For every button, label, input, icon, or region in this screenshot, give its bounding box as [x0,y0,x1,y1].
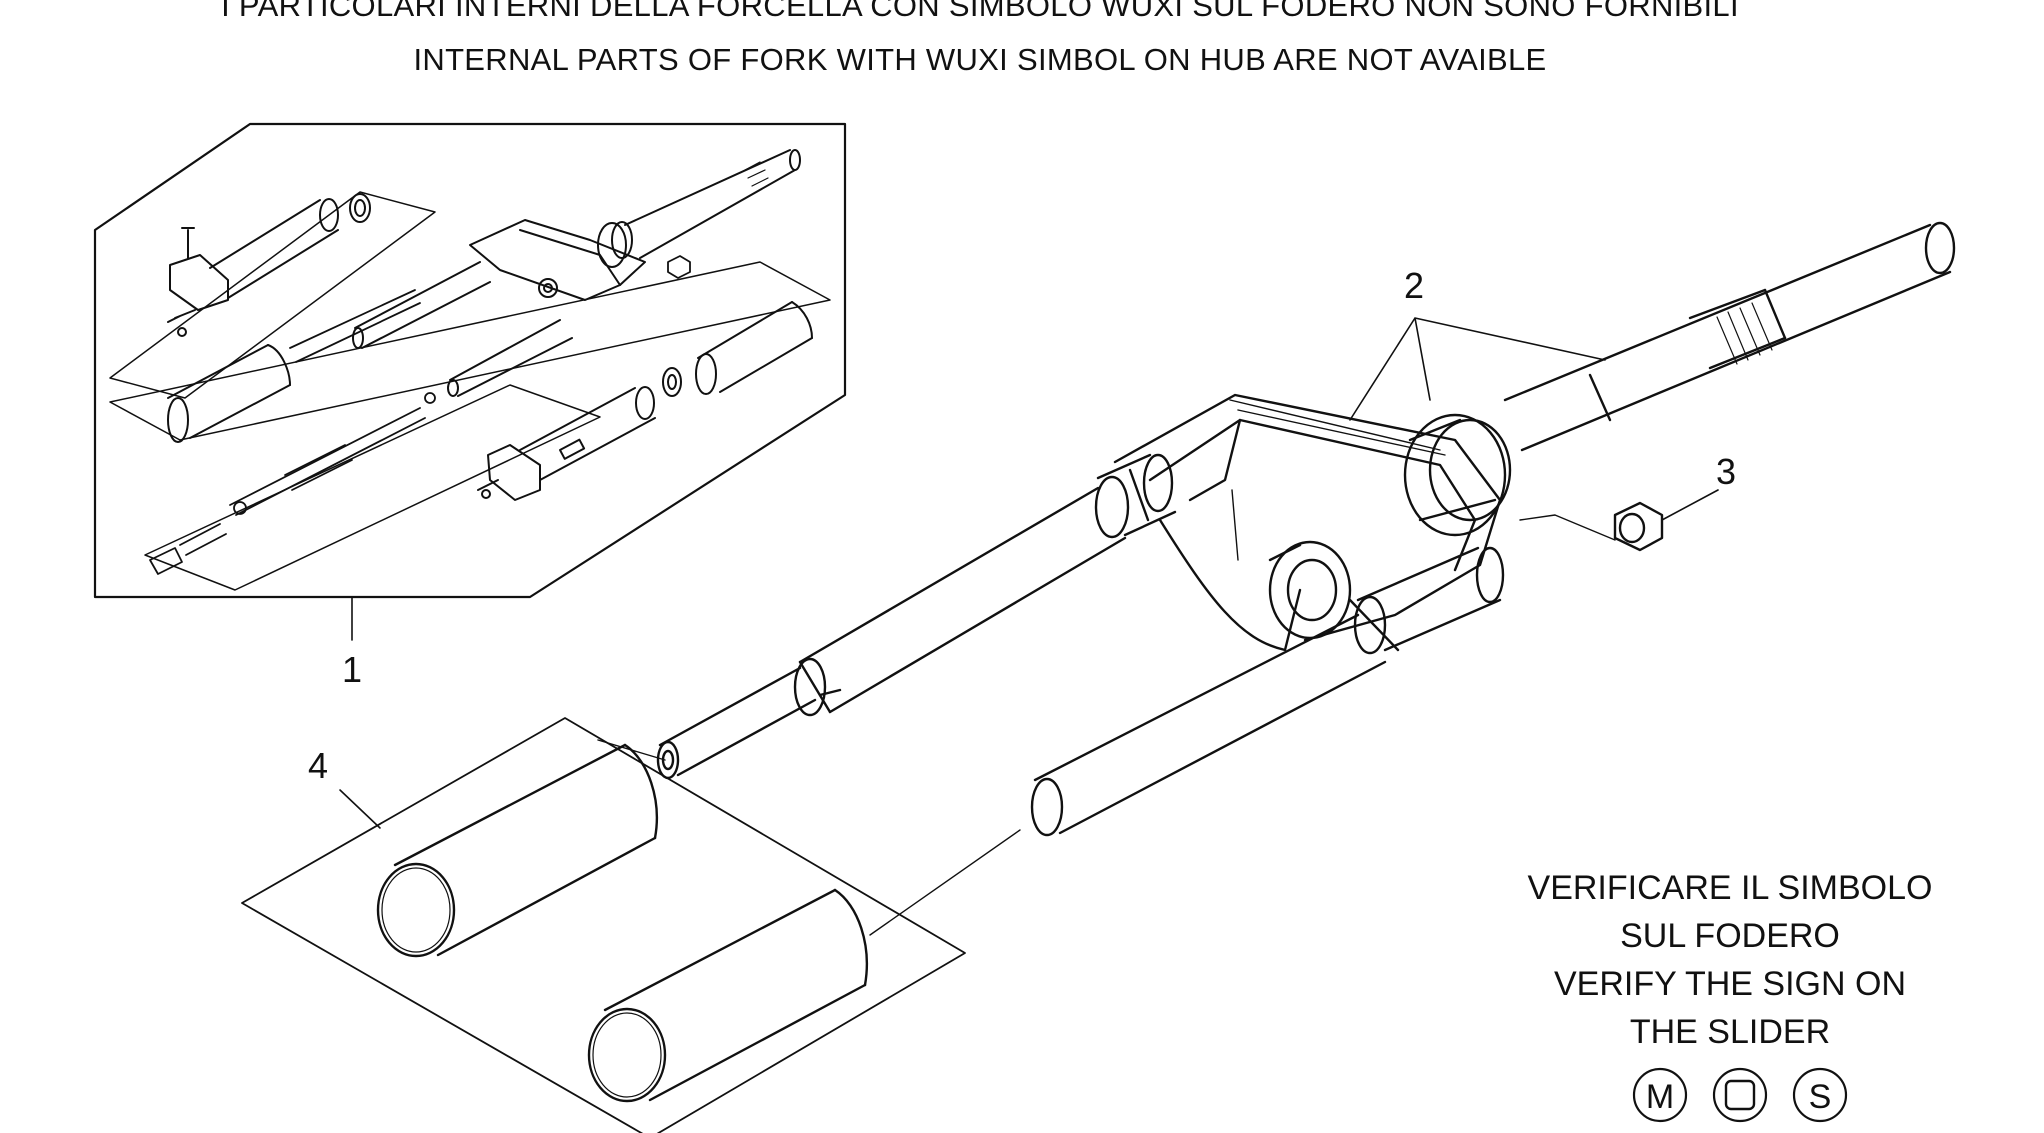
symbol-m: M [1646,1078,1674,1116]
note-line-1: VERIFICARE IL SIMBOLO [1527,869,1933,907]
square-icon [1724,1079,1756,1111]
kit-rod-left [149,289,436,575]
boot-lower [587,888,869,1103]
header-english: INTERNAL PARTS OF FORK WITH WUXI SIMBOL … [413,42,1547,77]
fork-assembly-2 [656,221,1956,837]
steerer-tube [1503,221,1956,452]
header-italian: I PARTICOLARI INTERNI DELLA FORCELLA CON… [221,0,1739,23]
note-line-2: SUL FODERO [1620,917,1840,955]
leader-2 [1349,317,1606,421]
kit-slider-right [477,386,656,501]
note-line-4: THE SLIDER [1629,1013,1831,1051]
left-inner-rod [656,666,817,780]
kit-1-box [93,122,847,599]
symbol-m-circle [1632,1067,1688,1123]
symbol-s: S [1809,1078,1832,1116]
symbol-square-circle [1712,1067,1768,1123]
kit-slider-left [167,193,371,337]
boot-kit-4 [241,717,1021,1133]
note-line-3: VERIFY THE SIGN ON [1553,965,1907,1003]
nut-3 [1519,489,1719,552]
right-leg-collar [1348,546,1505,655]
callout-3: 3 [1716,451,1736,492]
left-stanchion [793,486,1127,717]
right-stanchion [1030,613,1387,837]
left-leg-collar [1094,453,1177,539]
callout-1: 1 [342,649,362,690]
boot-upper [376,743,659,958]
slider-symbols: M S [1632,1067,1848,1123]
kit-small-nut [667,255,691,279]
kit-fork-crown [352,149,801,397]
fork-crown [1113,393,1502,652]
kit-boot-left [167,344,291,443]
callout-4: 4 [308,745,328,786]
kit-boot-right [662,301,813,397]
headset-ring [1403,413,1512,537]
callout-2: 2 [1404,265,1424,306]
symbol-s-circle [1792,1067,1848,1123]
